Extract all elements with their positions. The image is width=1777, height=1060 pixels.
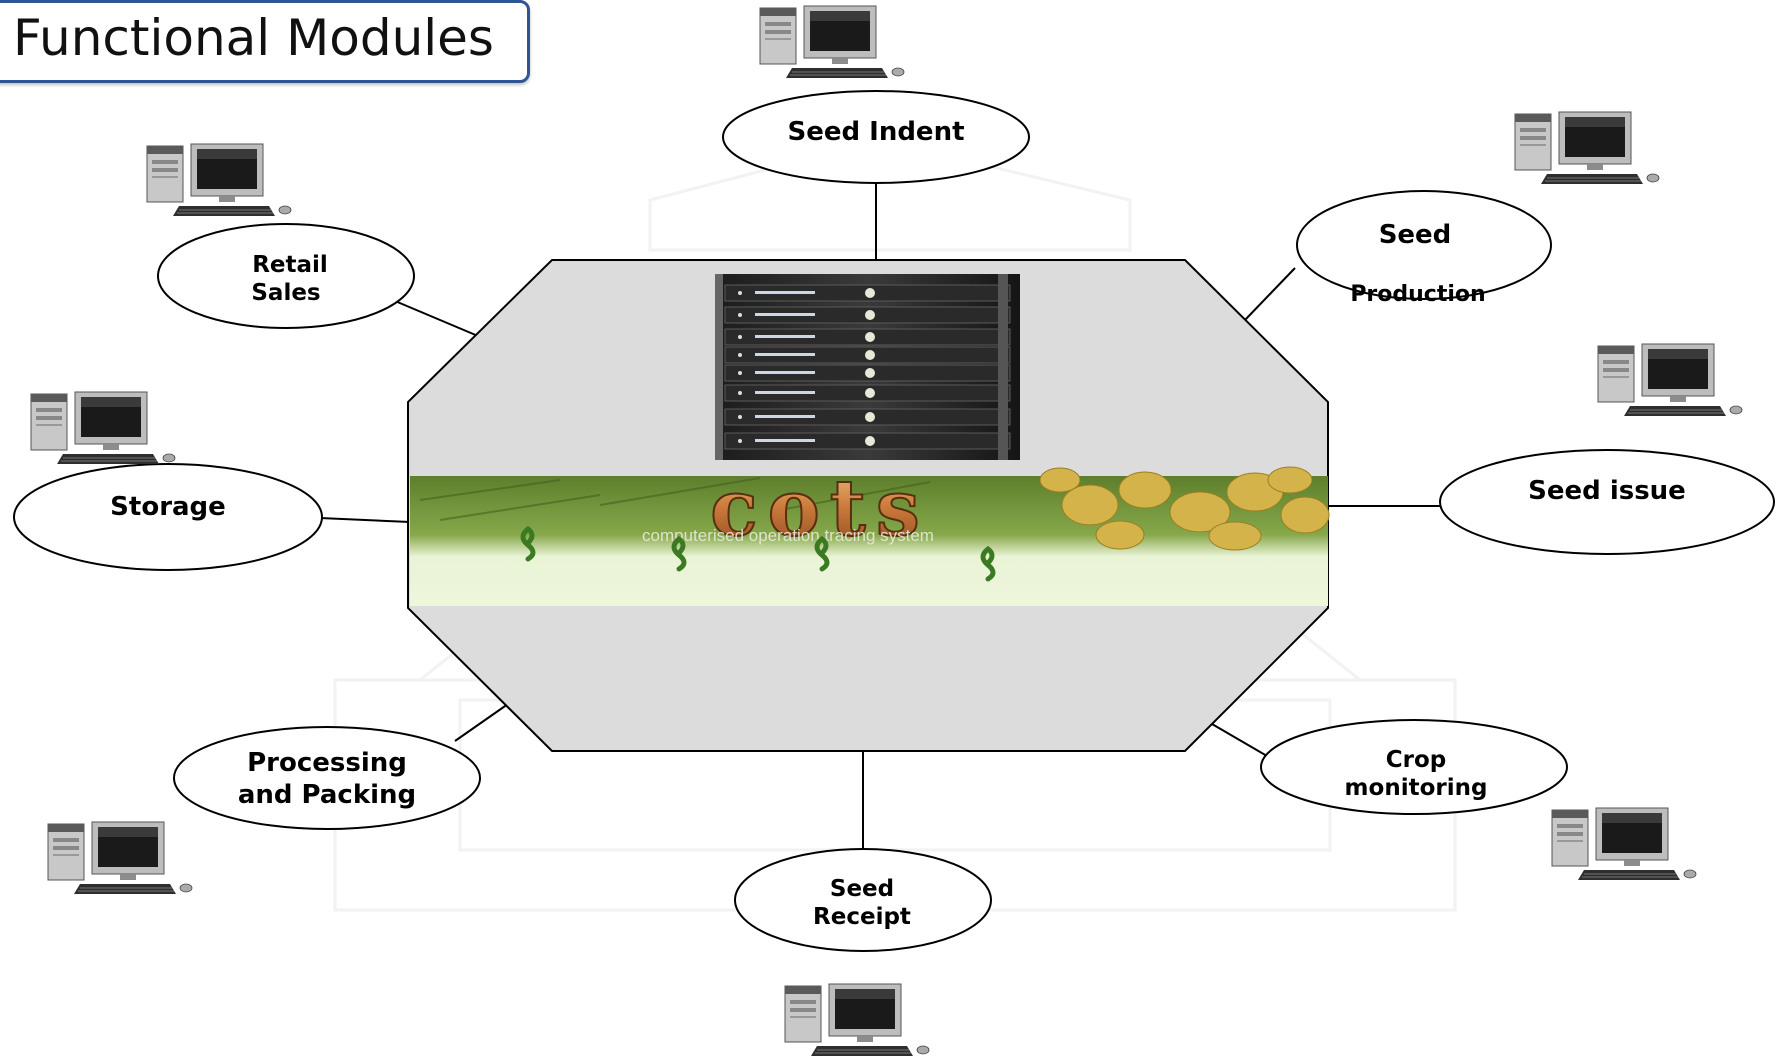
computer-icon xyxy=(1597,343,1743,417)
label-retail-sales-line1: Retail xyxy=(252,252,328,278)
module-storage xyxy=(13,463,323,571)
label-seed-indent: Seed Indent xyxy=(787,117,964,147)
computer-icon xyxy=(146,143,292,217)
module-seed-issue xyxy=(1439,449,1775,555)
label-crop-monitoring-line1: Crop xyxy=(1386,747,1447,773)
computer-icon xyxy=(1551,807,1697,881)
cots-subtitle: computerised operation tracing system xyxy=(642,526,934,545)
label-processing-packing-line1: Processing xyxy=(247,748,407,778)
computer-icon xyxy=(759,5,905,79)
cots-banner: cots computerised operation tracing syst… xyxy=(410,462,1330,606)
cots-logo-text: cots xyxy=(710,463,929,554)
connector-lines xyxy=(319,180,1440,848)
module-retail-sales xyxy=(157,223,415,329)
server-rack-image xyxy=(715,274,1020,460)
label-seed-production-line1: Seed xyxy=(1379,220,1452,250)
label-crop-monitoring-line2: monitoring xyxy=(1345,775,1488,801)
label-seed-receipt-line1: Seed xyxy=(830,876,894,902)
module-seed-receipt xyxy=(734,848,992,952)
label-processing-packing-line2: and Packing xyxy=(238,780,416,810)
label-storage: Storage xyxy=(110,492,226,522)
label-seed-receipt-line2: Receipt xyxy=(813,904,911,930)
module-processing-packing xyxy=(173,726,481,830)
computer-icon xyxy=(30,391,176,465)
label-seed-issue: Seed issue xyxy=(1528,476,1686,506)
module-crop-monitoring xyxy=(1260,719,1568,815)
label-seed-production-line2: Production xyxy=(1350,282,1485,307)
module-seed-indent xyxy=(722,90,1030,184)
label-retail-sales-line2: Sales xyxy=(251,280,320,306)
module-seed-production xyxy=(1296,190,1552,300)
page-title: Functional Modules xyxy=(13,9,494,67)
computer-icon xyxy=(784,983,930,1057)
title-box: Functional Modules xyxy=(0,0,530,83)
computer-icon xyxy=(47,821,193,895)
computer-icon xyxy=(1514,111,1660,185)
